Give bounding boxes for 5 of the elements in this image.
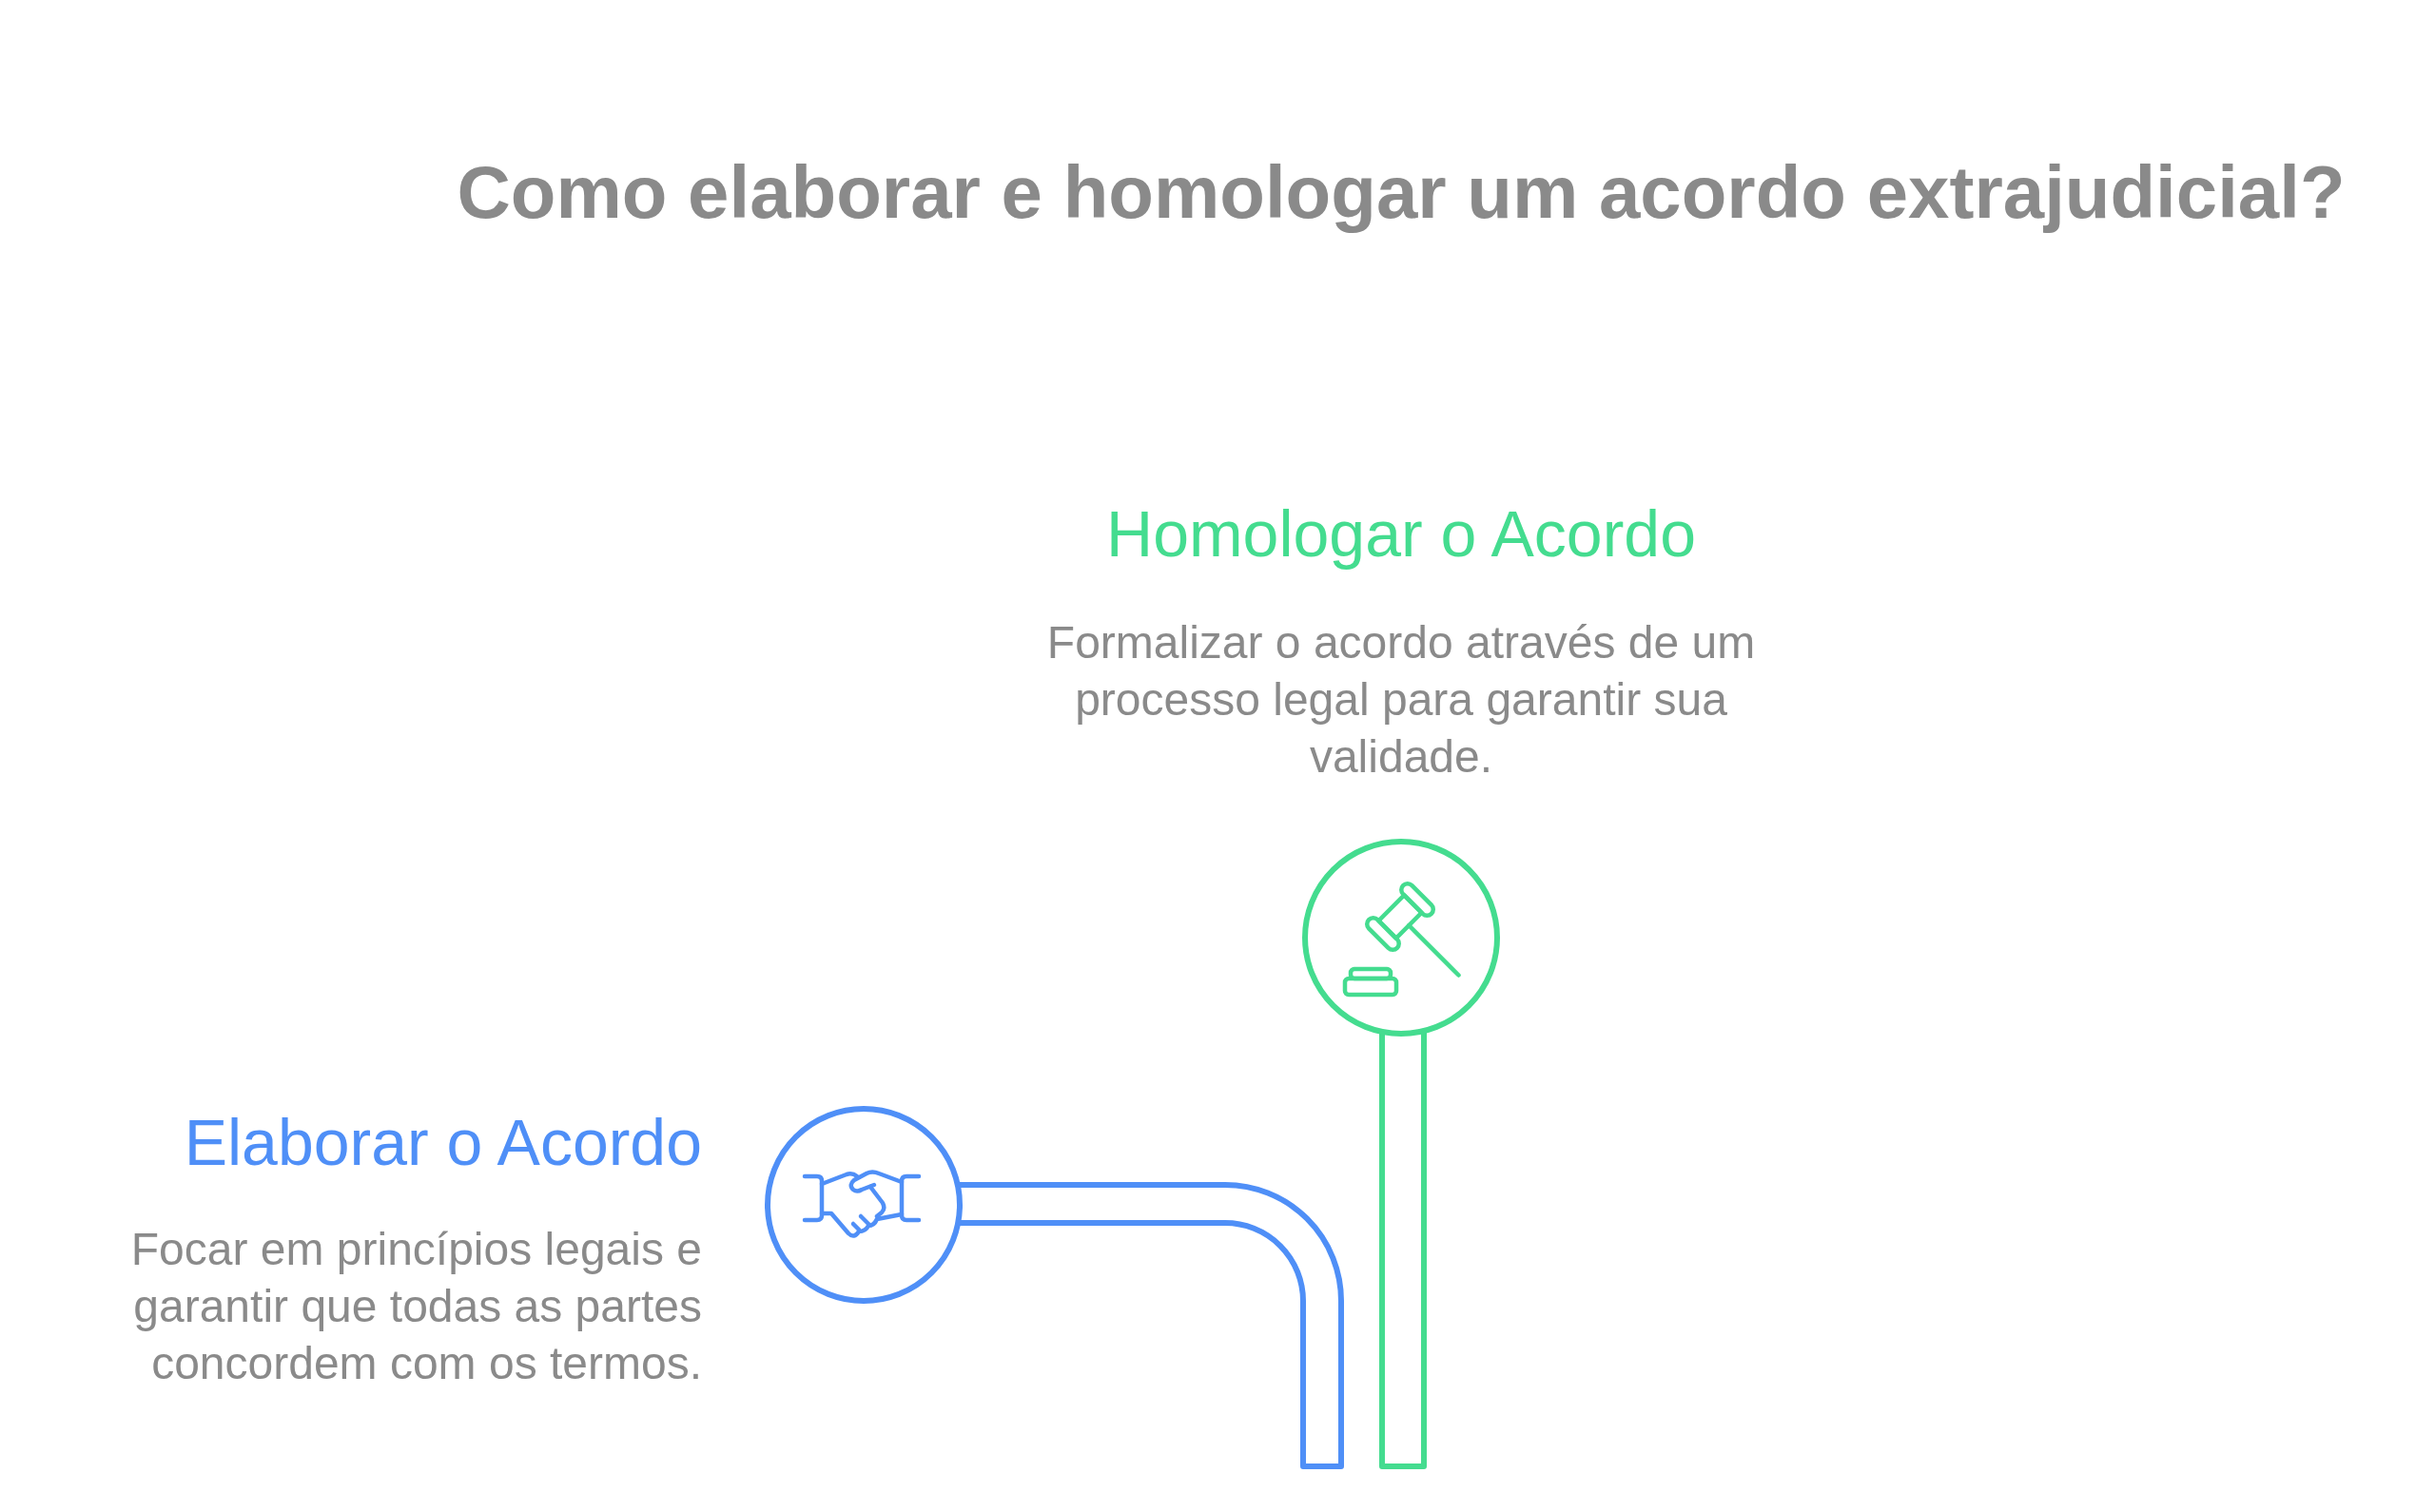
step-description: Formalizar o acordo através de um processo legal para garantir sua validade.	[1045, 616, 1757, 784]
step-heading: Homologar o Acordo	[1106, 496, 1696, 572]
step-heading: Elaborar o Acordo	[184, 1105, 702, 1180]
diagram-title: Como elaborar e homologar um acordo extrajudicial?	[457, 149, 2346, 235]
step-description: Focar em princípios legais e garantir que todas as partes concordem com os termos.	[129, 1223, 702, 1390]
